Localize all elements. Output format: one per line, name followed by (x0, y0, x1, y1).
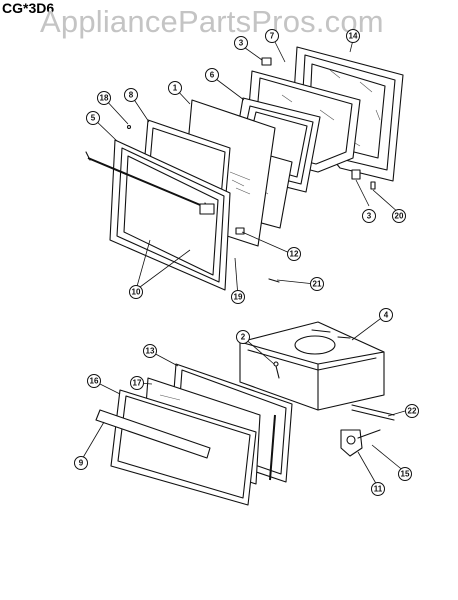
callout-17: 17 (130, 376, 144, 390)
callout-label: 4 (384, 311, 389, 320)
callout-8: 8 (124, 88, 138, 102)
callout-19: 19 (231, 290, 245, 304)
callout-label: 11 (374, 485, 383, 494)
watermark: AppliancePartsPros.com (40, 4, 384, 39)
callout-label: 3 (239, 39, 244, 48)
callout-label: 20 (395, 212, 404, 221)
callout-10: 10 (129, 285, 143, 299)
callout-13: 13 (143, 344, 157, 358)
callout-label: 8 (129, 91, 134, 100)
callout-label: 5 (91, 114, 96, 123)
door-hardware (126, 57, 376, 283)
drawer-bracket (340, 429, 381, 457)
callout-label: 14 (349, 32, 358, 41)
door-front-frame (85, 139, 231, 291)
callout-21: 21 (310, 277, 324, 291)
callout-4: 4 (379, 308, 393, 322)
callout-label: 16 (90, 377, 99, 386)
callout-16: 16 (87, 374, 101, 388)
callout-18: 18 (97, 91, 111, 105)
callout-15: 15 (398, 467, 412, 481)
callout-1: 1 (168, 81, 182, 95)
callout-label: 10 (132, 288, 141, 297)
drawer-body (239, 321, 385, 411)
drawer-rail (351, 404, 395, 421)
callout-3b: 3 (362, 209, 376, 223)
callout-12: 12 (287, 247, 301, 261)
callout-14: 14 (346, 29, 360, 43)
callout-label: 12 (290, 250, 299, 259)
callout-9: 9 (74, 456, 88, 470)
callout-label: 15 (401, 470, 410, 479)
callout-20: 20 (392, 209, 406, 223)
callout-22: 22 (405, 404, 419, 418)
callout-5: 5 (86, 111, 100, 125)
callout-label: 22 (408, 407, 417, 416)
callout-label: 21 (313, 280, 322, 289)
callout-3: 3 (234, 36, 248, 50)
callout-2: 2 (236, 330, 250, 344)
callout-label: 2 (241, 333, 246, 342)
callout-6: 6 (205, 68, 219, 82)
callout-11: 11 (371, 482, 385, 496)
callout-label: 19 (234, 293, 243, 302)
drawer-handle (95, 409, 211, 459)
callout-label: 1 (173, 84, 178, 93)
callout-label: 13 (146, 347, 155, 356)
callout-label: 7 (270, 32, 275, 41)
callout-label: 9 (79, 459, 84, 468)
callout-label: 3 (367, 212, 372, 221)
model-number: CG*3D6 (2, 0, 55, 16)
callout-label: 17 (133, 379, 142, 388)
callout-label: 6 (210, 71, 215, 80)
callout-7: 7 (265, 29, 279, 43)
callout-label: 18 (100, 94, 109, 103)
